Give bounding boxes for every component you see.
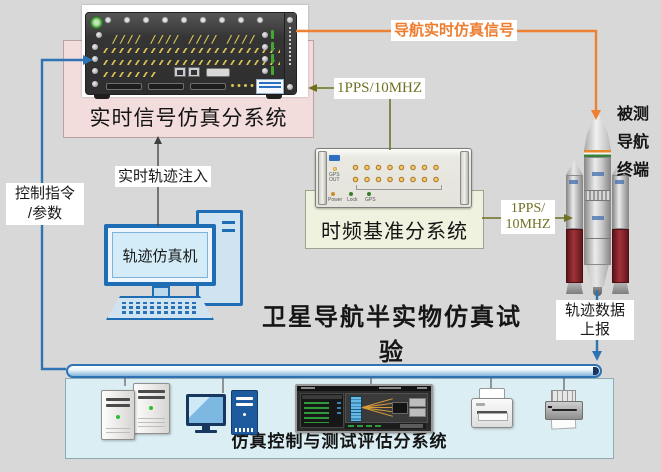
gps-led	[367, 192, 371, 196]
workstation-monitor-icon	[186, 394, 226, 426]
lock-led	[349, 192, 353, 196]
rack-screw-row	[104, 16, 276, 25]
rack-brand-label	[256, 79, 284, 94]
rack-side-panel	[284, 13, 296, 94]
instrument-left-handle	[318, 151, 327, 205]
instrument-right-handle	[460, 151, 469, 205]
rack-slot	[106, 83, 142, 90]
pps-right-label: 1PPS/ 10MHZ	[501, 200, 555, 234]
rack-power-led	[90, 16, 103, 29]
rack-slot	[190, 83, 226, 90]
workstation-monitor-stand	[202, 426, 210, 430]
diagram-title: 卫星导航半实物仿真试验	[262, 304, 522, 366]
bus-bar	[66, 364, 602, 378]
trajectory-computer-image: 轨迹仿真机	[100, 208, 250, 320]
trajectory-report-label: 轨迹数据 上报	[556, 300, 634, 340]
rack-chassis	[85, 12, 297, 99]
workstation-tower-icon	[231, 390, 258, 435]
control-subsystem-label: 仿真控制与测试评估分系统	[231, 432, 448, 451]
printer2-icon	[545, 401, 583, 420]
trajectory-inject-label: 实时轨迹注入	[115, 166, 212, 187]
trajectory-machine-label: 轨迹仿真机	[122, 247, 198, 265]
arrow-down-icon	[592, 351, 602, 361]
software-main-view	[345, 393, 428, 423]
keyboard-icon	[106, 296, 214, 320]
computer-monitor-icon: 轨迹仿真机	[104, 224, 216, 286]
pps-top-label: 1PPS/10MHZ	[334, 78, 426, 99]
dvi-port-icon	[206, 68, 230, 77]
gps-led-label: GPS	[365, 197, 376, 203]
instrument-logo	[329, 155, 340, 161]
power-led-label: Power	[328, 197, 343, 203]
terminal-label: 被测 导航 终端	[616, 106, 649, 179]
instrument-port-row-2	[352, 176, 444, 183]
nav-signal-line	[296, 29, 598, 111]
time-freq-subsystem-label: 时频基准分系统	[321, 221, 468, 243]
server-tower-icon	[133, 383, 170, 434]
server-tower-icon	[101, 390, 135, 440]
software-sidebar	[300, 393, 344, 428]
rack-card-row-1	[112, 30, 280, 41]
ethernet-port-icon	[188, 67, 200, 77]
control-command-label: 控制指令 /参数	[6, 183, 84, 225]
rack-card-row-3	[102, 54, 280, 65]
satellite-bars	[350, 396, 362, 422]
power-led	[331, 192, 335, 196]
lock-led-label: Lock	[347, 197, 358, 203]
instrument-bracket	[356, 185, 442, 190]
rack-card-row-2	[102, 42, 280, 53]
software-status-bar	[345, 423, 426, 429]
nav-signal-label: 导航实时仿真信号	[391, 20, 518, 41]
rack-led-dots	[230, 83, 256, 88]
rack-vertical-text	[289, 27, 291, 67]
rack-slot	[148, 83, 184, 90]
rack-card-row-4	[102, 66, 158, 77]
evaluation-software-screenshot	[295, 384, 433, 433]
ethernet-port-icon	[174, 67, 186, 77]
rocket-left-booster	[566, 160, 583, 294]
instrument-port-row-1	[352, 164, 444, 171]
printer-icon	[471, 398, 513, 428]
signal-subsystem-label: 实时信号仿真分系统	[89, 107, 288, 130]
workstation-monitor-base	[195, 430, 217, 433]
rocket-core	[584, 112, 611, 296]
rocket-right-booster	[612, 160, 629, 294]
instrument-single-led	[333, 167, 337, 171]
signal-simulator-image	[82, 5, 308, 99]
